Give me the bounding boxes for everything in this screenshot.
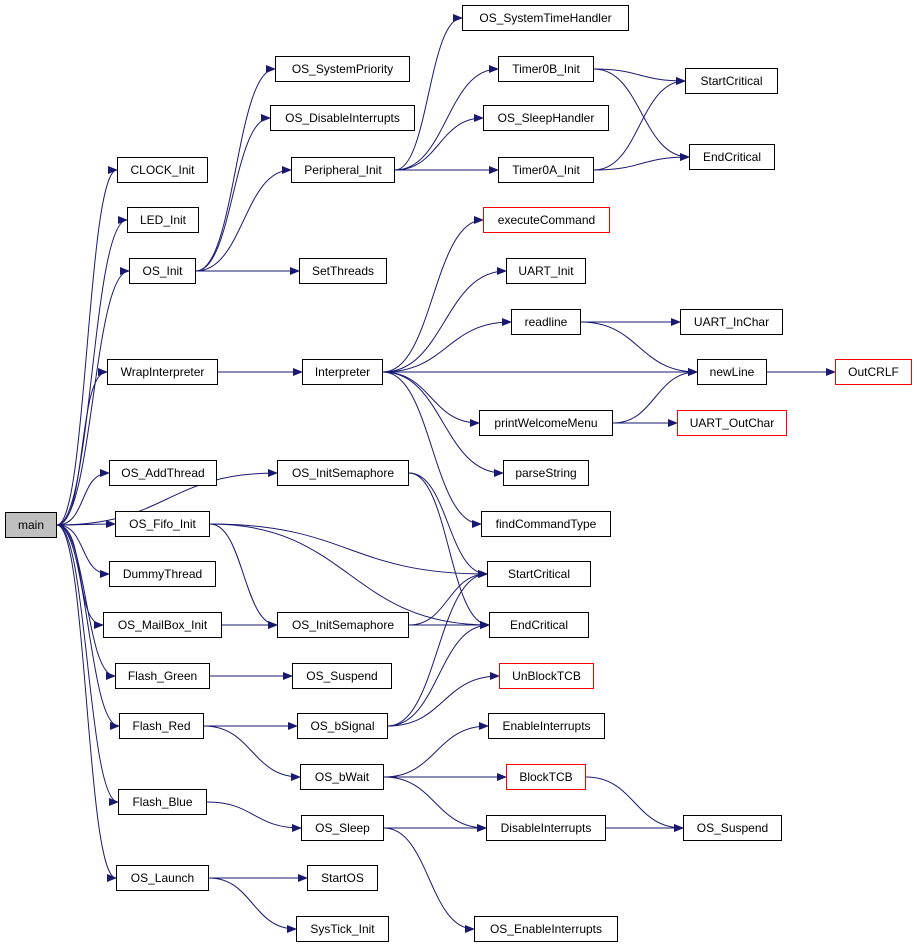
edge-os-init-to-os-disableinterrupts bbox=[195, 114, 271, 272]
node-set-threads[interactable]: SetThreads bbox=[299, 258, 387, 284]
node-os-systemtimehandler[interactable]: OS_SystemTimeHandler bbox=[462, 5, 629, 31]
edge-os-bwait-to-disable-interrupts bbox=[383, 776, 487, 832]
edge-peripheral-init-to-os-systemtimehandler bbox=[394, 14, 463, 171]
edge-os-initsemaphore-1-to-start-critical bbox=[408, 472, 488, 578]
node-uart-init[interactable]: UART_Init bbox=[506, 258, 586, 284]
node-start-os[interactable]: StartOS bbox=[307, 865, 378, 891]
edge-timer0a-init-to-start-critical-top bbox=[593, 77, 686, 171]
node-interpreter[interactable]: Interpreter bbox=[302, 359, 383, 385]
node-flash-blue[interactable]: Flash_Blue bbox=[118, 789, 207, 815]
edge-main-to-led-init bbox=[56, 216, 128, 526]
edge-os-sleep-to-os-enableinterrupts bbox=[383, 827, 475, 933]
edge-main-to-os-fifo-init bbox=[56, 520, 116, 529]
edge-main-to-dummy-thread bbox=[56, 524, 110, 578]
node-led-init[interactable]: LED_Init bbox=[127, 207, 199, 233]
edge-os-bwait-to-enable-interrupts bbox=[383, 722, 489, 778]
edge-timer0a-init-to-end-critical-top bbox=[593, 153, 690, 171]
edge-timer0b-init-to-end-critical-top bbox=[593, 68, 690, 161]
edge-peripheral-init-to-timer0b-init bbox=[394, 65, 499, 171]
edge-readline-to-new-line bbox=[580, 321, 698, 376]
node-os-fifo-init[interactable]: OS_Fifo_Init bbox=[115, 511, 210, 537]
edge-print-welcome-menu-to-new-line bbox=[612, 368, 698, 424]
node-readline[interactable]: readline bbox=[511, 309, 581, 335]
edge-block-tcb-to-os-suspend-2 bbox=[585, 776, 684, 832]
node-os-addthread[interactable]: OS_AddThread bbox=[109, 460, 217, 486]
node-end-critical[interactable]: EndCritical bbox=[489, 612, 589, 638]
edge-interpreter-to-print-welcome-menu bbox=[382, 371, 480, 427]
edge-os-initsemaphore-1-to-end-critical bbox=[408, 472, 490, 629]
edge-os-bsignal-to-end-critical bbox=[387, 621, 490, 727]
edge-main-to-flash-red bbox=[56, 524, 120, 730]
edge-interpreter-to-execute-command bbox=[382, 216, 484, 373]
node-os-bwait[interactable]: OS_bWait bbox=[300, 764, 384, 790]
edge-flash-red-to-os-bwait bbox=[203, 725, 301, 781]
node-wrap-interpreter[interactable]: WrapInterpreter bbox=[107, 359, 218, 385]
node-os-initsemaphore-1[interactable]: OS_InitSemaphore bbox=[277, 460, 409, 486]
node-timer0a-init[interactable]: Timer0A_Init bbox=[498, 157, 594, 183]
node-uart-outchar[interactable]: UART_OutChar bbox=[677, 410, 787, 436]
edge-main-to-os-mailbox-init bbox=[56, 524, 104, 629]
node-os-systempriority[interactable]: OS_SystemPriority bbox=[275, 56, 410, 82]
node-timer0b-init[interactable]: Timer0B_Init bbox=[498, 56, 594, 82]
node-enable-interrupts[interactable]: EnableInterrupts bbox=[488, 713, 605, 739]
node-os-enableinterrupts[interactable]: OS_EnableInterrupts bbox=[474, 916, 618, 942]
node-disable-interrupts[interactable]: DisableInterrupts bbox=[486, 815, 606, 841]
edge-interpreter-to-uart-init bbox=[382, 267, 507, 373]
node-print-welcome-menu[interactable]: printWelcomeMenu bbox=[479, 410, 613, 436]
edge-interpreter-to-find-command-type bbox=[382, 371, 482, 528]
node-os-sleephandler[interactable]: OS_SleepHandler bbox=[483, 105, 609, 131]
edge-flash-blue-to-os-sleep bbox=[206, 801, 302, 832]
node-os-mailbox-init[interactable]: OS_MailBox_Init bbox=[103, 612, 222, 638]
edge-interpreter-to-readline bbox=[382, 318, 512, 373]
node-block-tcb[interactable]: BlockTCB bbox=[506, 764, 586, 790]
node-peripheral-init[interactable]: Peripheral_Init bbox=[291, 157, 395, 183]
edge-os-fifo-init-to-start-critical bbox=[209, 523, 488, 578]
node-os-suspend-1[interactable]: OS_Suspend bbox=[292, 663, 392, 689]
edge-main-to-os-addthread bbox=[56, 469, 110, 526]
node-os-bsignal[interactable]: OS_bSignal bbox=[297, 713, 388, 739]
node-flash-green[interactable]: Flash_Green bbox=[115, 663, 210, 689]
edge-main-to-flash-blue bbox=[56, 524, 119, 806]
node-clock-init[interactable]: CLOCK_Init bbox=[117, 157, 208, 183]
edge-main-to-os-init bbox=[56, 267, 130, 526]
edge-os-initsemaphore-2-to-start-critical bbox=[408, 570, 488, 626]
edge-peripheral-init-to-os-sleephandler bbox=[394, 114, 484, 171]
edge-os-init-to-peripheral-init bbox=[195, 166, 292, 272]
node-dummy-thread[interactable]: DummyThread bbox=[109, 561, 216, 587]
node-unblock-tcb[interactable]: UnBlockTCB bbox=[499, 663, 594, 689]
edge-timer0b-init-to-start-critical-top bbox=[593, 68, 686, 85]
node-new-line[interactable]: newLine bbox=[697, 359, 767, 385]
edge-main-to-flash-green bbox=[56, 524, 116, 680]
edge-os-bsignal-to-unblock-tcb bbox=[387, 672, 500, 727]
node-parse-string[interactable]: parseString bbox=[503, 460, 589, 486]
node-execute-command[interactable]: executeCommand bbox=[483, 207, 610, 233]
edge-os-bsignal-to-start-critical bbox=[387, 570, 488, 727]
edge-os-fifo-init-to-os-initsemaphore-2 bbox=[209, 523, 278, 629]
node-os-disableinterrupts[interactable]: OS_DisableInterrupts bbox=[270, 105, 415, 131]
edge-main-to-wrap-interpreter bbox=[56, 368, 108, 526]
node-os-initsemaphore-2[interactable]: OS_InitSemaphore bbox=[277, 612, 409, 638]
edge-interpreter-to-parse-string bbox=[382, 371, 504, 477]
node-os-init[interactable]: OS_Init bbox=[129, 258, 196, 284]
node-flash-red[interactable]: Flash_Red bbox=[119, 713, 204, 739]
edge-os-launch-to-systick-init bbox=[208, 877, 297, 933]
node-out-crlf[interactable]: OutCRLF bbox=[835, 359, 912, 385]
node-systick-init[interactable]: SysTick_Init bbox=[296, 916, 389, 942]
node-os-suspend-2[interactable]: OS_Suspend bbox=[683, 815, 782, 841]
node-start-critical-top[interactable]: StartCritical bbox=[685, 68, 778, 94]
node-start-critical[interactable]: StartCritical bbox=[487, 561, 591, 587]
node-end-critical-top[interactable]: EndCritical bbox=[689, 144, 775, 170]
node-find-command-type[interactable]: findCommandType bbox=[481, 511, 611, 537]
edge-os-fifo-init-to-end-critical bbox=[209, 523, 490, 629]
edge-main-to-clock-init bbox=[56, 166, 118, 526]
node-uart-inchar[interactable]: UART_InChar bbox=[680, 309, 783, 335]
node-os-launch[interactable]: OS_Launch bbox=[116, 865, 209, 891]
edge-os-init-to-os-systempriority bbox=[195, 65, 276, 272]
node-os-sleep[interactable]: OS_Sleep bbox=[301, 815, 384, 841]
node-main[interactable]: main bbox=[5, 512, 57, 538]
edge-main-to-os-launch bbox=[56, 524, 117, 882]
edge-main-to-os-initsemaphore-1 bbox=[56, 469, 278, 526]
